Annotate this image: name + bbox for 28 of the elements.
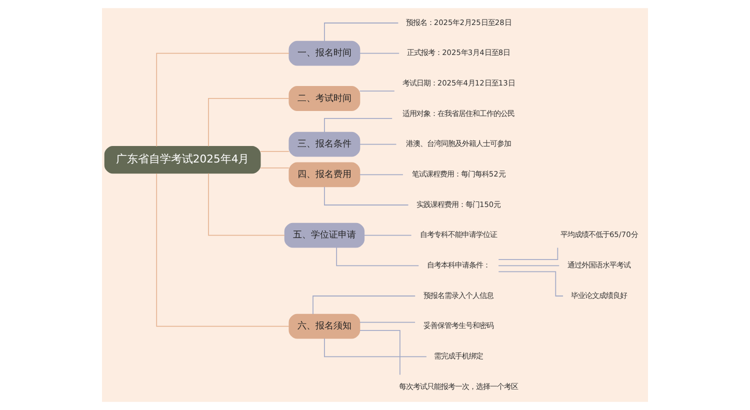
connector	[208, 172, 285, 236]
connector	[208, 98, 290, 147]
connector	[156, 173, 290, 327]
connector	[498, 265, 560, 266]
node-box: 三、报名条件	[288, 132, 360, 157]
connector	[359, 174, 404, 176]
connector	[324, 118, 393, 132]
connector	[312, 296, 416, 315]
connector	[359, 52, 400, 54]
node-box: 四、报名费用	[288, 162, 360, 188]
connector	[260, 150, 290, 152]
node-box: 二、考试时间	[288, 86, 360, 111]
connector	[260, 167, 290, 168]
connector	[359, 90, 395, 92]
connector	[359, 144, 397, 145]
node-box: 六、报名须知	[288, 314, 360, 339]
connector	[324, 338, 427, 358]
connector	[364, 234, 412, 236]
node-box: 一、报名时间	[288, 40, 360, 66]
node-box: 广东省自学考试2025年4月	[104, 146, 261, 174]
connector	[156, 52, 290, 147]
connector	[359, 322, 416, 323]
connector	[324, 186, 409, 206]
connector	[360, 330, 400, 376]
connector	[324, 22, 399, 42]
connector	[498, 247, 558, 260]
connector	[336, 247, 420, 266]
node-box: 五、学位证申请	[284, 222, 365, 248]
